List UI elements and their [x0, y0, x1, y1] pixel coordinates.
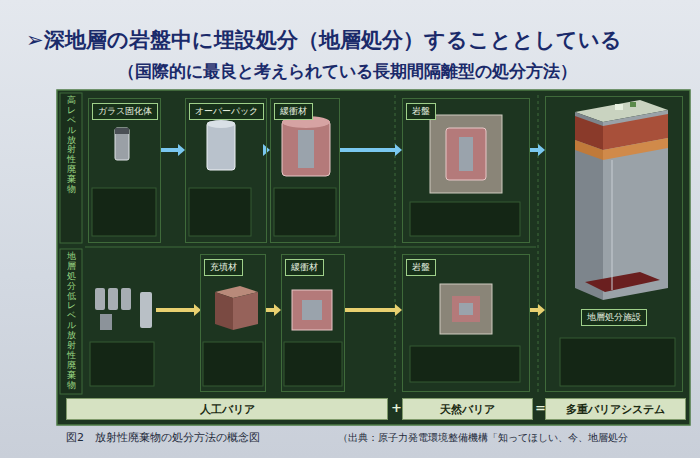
barrier-bar: 多重バリアシステム — [545, 398, 686, 420]
facility-panel: 地層処分施設 — [545, 96, 683, 392]
flow-arrow — [161, 144, 185, 156]
flow-arrow — [530, 304, 545, 316]
component-panel: 緩衝材 — [281, 254, 345, 392]
barrier-label: 天然バリア — [436, 402, 499, 417]
flow-arrow — [266, 304, 281, 316]
operator-sign: + — [391, 400, 402, 415]
component-header: 地層処分施設 — [581, 309, 647, 326]
component-header: 緩衝材 — [274, 103, 313, 120]
vertical-label: 高レベル放射性廃棄物 — [67, 96, 76, 195]
barrier-bar: 天然バリア — [402, 398, 533, 420]
subtitle: （国際的に最良と考えられている長期間隔離型の処分方法） — [118, 60, 577, 83]
component-header: 岩盤 — [406, 103, 436, 120]
slide-title: ➢深地層の岩盤中に埋設処分（地層処分）することとしている — [26, 26, 622, 54]
figure-caption: 図2 放射性廃棄物の処分方法の概念図 — [66, 430, 260, 445]
component-panel: 岩盤 — [402, 254, 530, 392]
component-header: オーバーパック — [189, 103, 264, 120]
component-header: 岩盤 — [406, 259, 436, 276]
barrier-label: 多重バリアシステム — [562, 402, 669, 417]
flow-arrow — [530, 144, 545, 156]
barrier-label: 人工バリア — [196, 402, 259, 417]
flow-arrow — [345, 304, 402, 316]
category-band: 地層処分低レベル放射性廃棄物 — [61, 250, 81, 393]
component-panel: ガラス固化体 — [88, 98, 161, 243]
operator-sign: = — [535, 400, 546, 415]
source-note: （出典：原子力発電環境整備機構「知ってほしい、今、地層処分 — [338, 431, 628, 445]
component-header: ガラス固化体 — [92, 103, 158, 120]
category-band: 高レベル放射性廃棄物 — [61, 94, 81, 242]
component-panel: オーバーパック — [185, 98, 267, 243]
vertical-label: 地層処分低レベル放射性廃棄物 — [67, 252, 76, 390]
component-header: 充填材 — [204, 259, 243, 276]
barrier-bar: 人工バリア — [66, 398, 388, 420]
component-header: 緩衝材 — [285, 259, 324, 276]
component-panel: 充填材 — [200, 254, 266, 392]
component-panel: 岩盤 — [402, 98, 530, 243]
flow-arrow — [340, 144, 402, 156]
component-panel: 緩衝材 — [270, 98, 340, 243]
